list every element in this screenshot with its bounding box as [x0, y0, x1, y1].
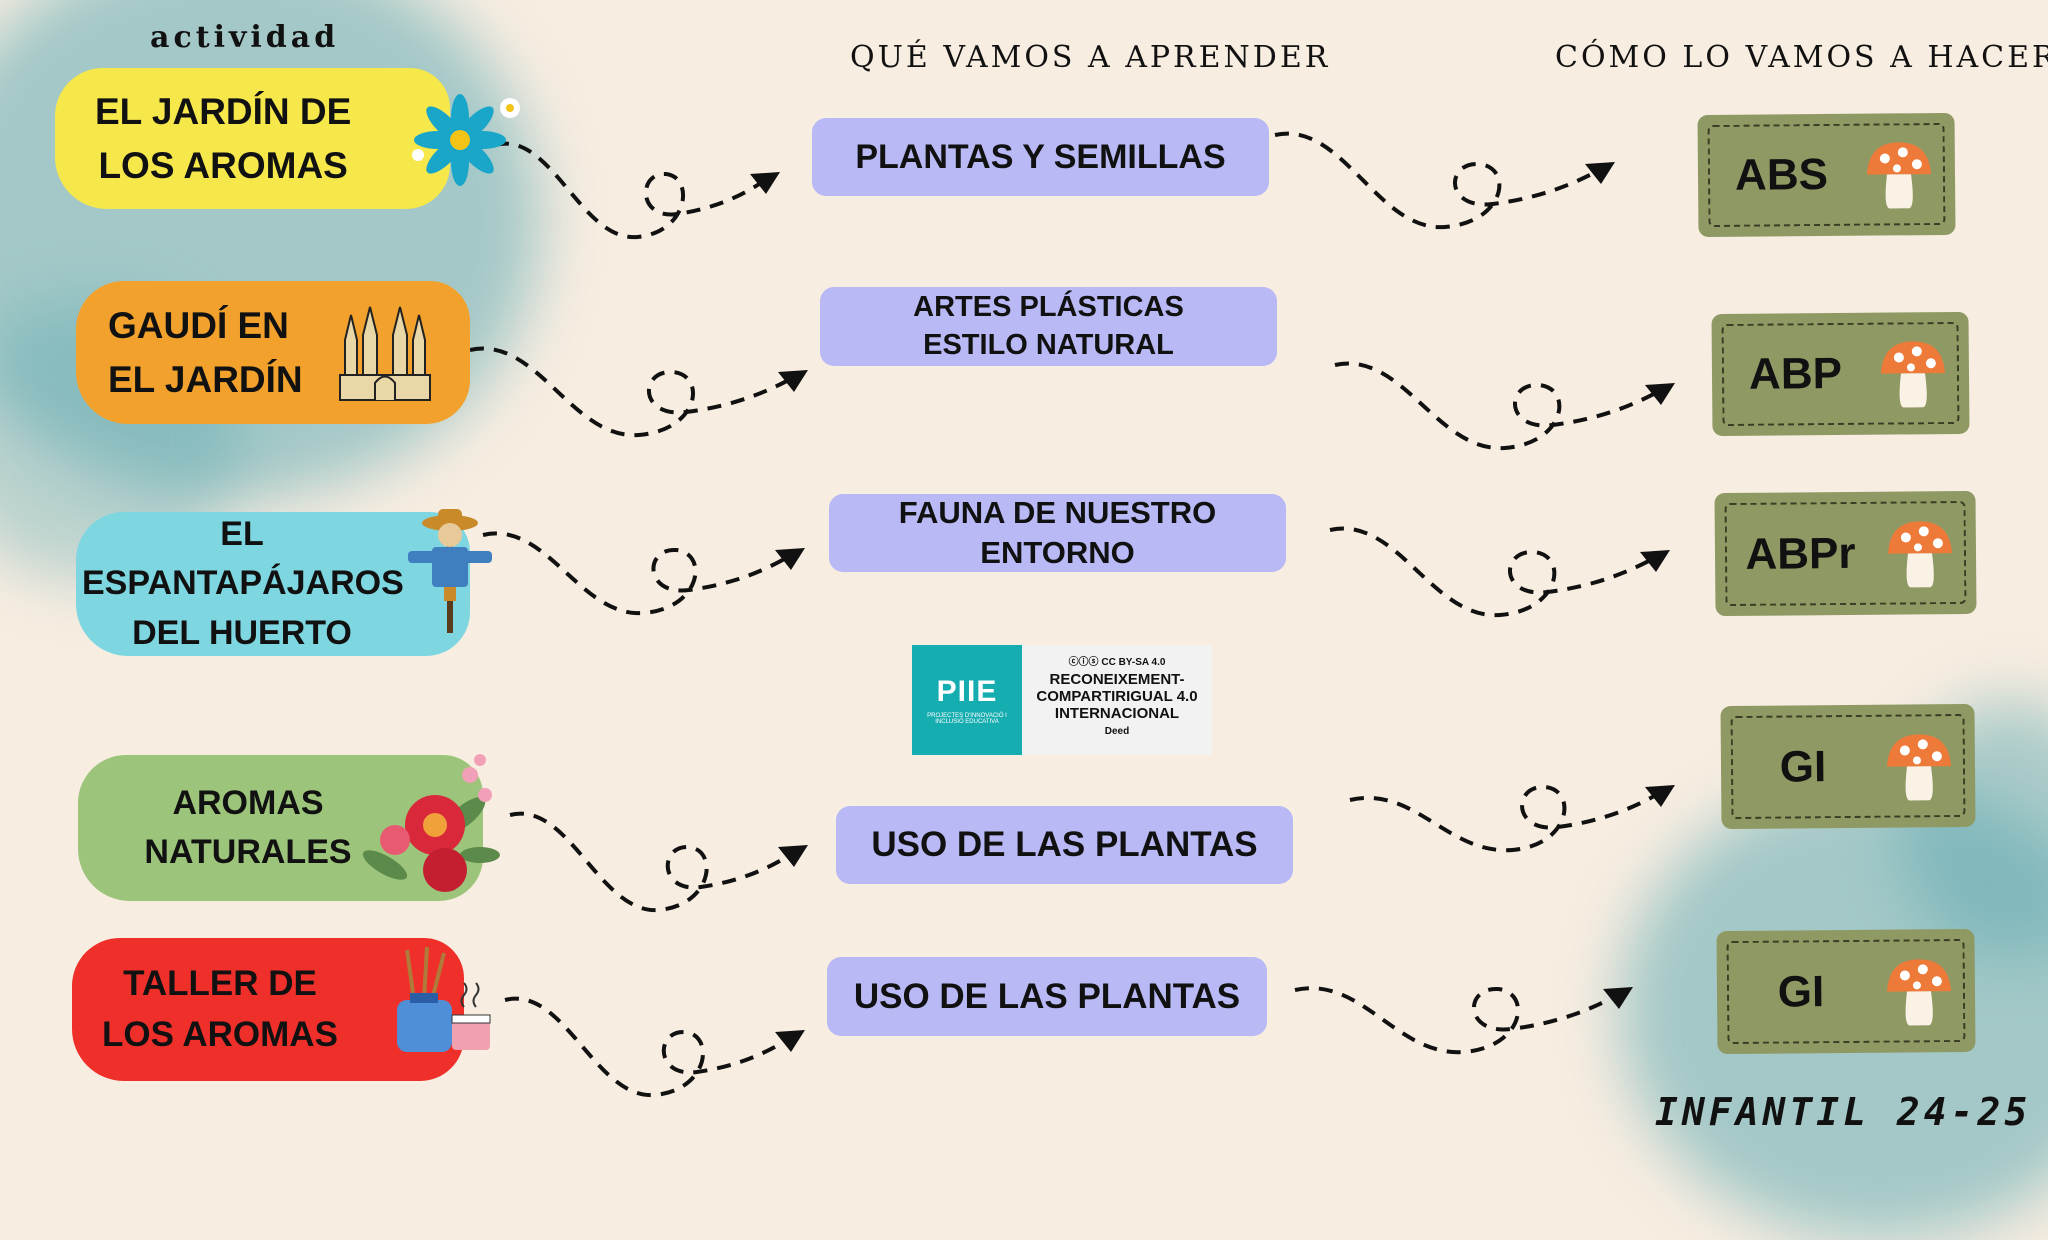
dashed-arrow-path	[469, 346, 797, 438]
activity-pill[interactable]: EL ESPANTAPÁJAROS DEL HUERTO	[76, 512, 470, 656]
license-badge[interactable]: PIIE PROJECTES D'INNOVACIÓ I INCLUSIÓ ED…	[912, 645, 1212, 755]
topic-box[interactable]: USO DE LAS PLANTAS	[836, 806, 1293, 884]
mushroom-icon	[1886, 733, 1951, 800]
activity-line: DEL HUERTO	[132, 613, 352, 652]
arrowhead-icon	[775, 548, 805, 570]
logo-text: PIIE	[936, 675, 998, 708]
topic-box[interactable]: USO DE LAS PLANTAS	[827, 957, 1267, 1036]
arrowhead-icon	[1645, 785, 1675, 807]
mushroom-icon	[1886, 958, 1951, 1025]
dashed-arrow-path	[1334, 361, 1664, 451]
method-card[interactable]: ABS	[1697, 112, 1956, 238]
flowers-bouquet-icon	[362, 754, 500, 892]
dashed-arrow-path	[482, 531, 795, 616]
arrowhead-icon	[778, 370, 808, 392]
topic-text: ESTILO NATURAL	[923, 328, 1174, 361]
license-title: COMPARTIRIGUAL 4.0	[1036, 688, 1198, 705]
dashed-arrows	[469, 131, 1675, 1098]
activity-line: ESPANTAPÁJAROS	[82, 564, 404, 603]
scarecrow-icon	[408, 509, 492, 633]
license-title: RECONEIXEMENT-	[1049, 671, 1185, 688]
dashed-arrow-path	[509, 811, 798, 913]
cathedral-icon	[339, 306, 431, 401]
topic-box[interactable]: FAUNA DE NUESTRO ENTORNO	[829, 494, 1286, 572]
arrowhead-icon	[1645, 383, 1675, 405]
activity-line: EL JARDÍN	[108, 358, 303, 400]
dashed-arrow-path	[504, 996, 795, 1098]
mushroom-icon	[1880, 341, 1945, 408]
header-how-we-do-it: CÓMO LO VAMOS A HACER	[1555, 40, 2048, 75]
activity-line: EL	[220, 515, 264, 554]
topic-text: USO DE LAS PLANTAS	[853, 976, 1241, 1016]
method-label: ABPr	[1745, 528, 1856, 579]
arrowhead-icon	[750, 172, 780, 194]
activity-pill[interactable]: TALLER DE LOS AROMAS	[72, 938, 464, 1081]
dashed-arrow-path	[1274, 131, 1604, 230]
mushroom-icon	[1887, 520, 1952, 587]
cc-icons: ⓒⓘⓢ	[1068, 657, 1102, 668]
topic-text: ENTORNO	[980, 535, 1135, 570]
activity-line: LOS AROMAS	[102, 1014, 338, 1054]
topic-text: FAUNA DE NUESTRO	[898, 494, 1217, 530]
header-activity: actividad	[150, 20, 340, 55]
cc-label: ⓒⓘⓢ CC BY-SA 4.0	[1068, 657, 1166, 668]
activity-line: LOS AROMAS	[98, 144, 348, 186]
topic-box[interactable]: PLANTAS Y SEMILLAS	[812, 118, 1269, 196]
dashed-arrow-path	[1329, 526, 1659, 618]
activity-line: EL JARDÍN DE	[95, 90, 352, 132]
dashed-arrow-path	[1294, 986, 1622, 1055]
license-title: INTERNACIONAL	[1054, 705, 1180, 722]
arrowhead-icon	[775, 1030, 805, 1052]
topic-text: ARTES PLÁSTICAS	[913, 290, 1184, 323]
logo-subtext: PROJECTES D'INNOVACIÓ I INCLUSIÓ EDUCATI…	[927, 713, 1007, 725]
topic-text: PLANTAS Y SEMILLAS	[855, 137, 1226, 176]
arrowhead-icon	[1585, 162, 1615, 184]
method-label: GI	[1777, 966, 1825, 1017]
header-what-we-learn: QUÉ VAMOS A APRENDER	[850, 40, 1331, 75]
dashed-arrow-path	[494, 141, 770, 240]
flower-icon	[412, 94, 520, 186]
activity-line: GAUDÍ EN	[108, 304, 289, 346]
arrowhead-icon	[1603, 987, 1633, 1009]
method-label: ABP	[1748, 348, 1843, 399]
method-label: ABS	[1734, 149, 1829, 200]
activity-pill[interactable]: EL JARDÍN DE LOS AROMAS	[55, 68, 450, 209]
aroma-diffuser-icon	[397, 946, 491, 1052]
activity-line: TALLER DE	[123, 963, 317, 1003]
method-label: GI	[1779, 741, 1827, 792]
footer-label: INFANTIL 24-25	[1655, 1090, 2032, 1134]
arrowhead-icon	[778, 845, 808, 867]
method-card[interactable]: ABPr	[1714, 490, 1977, 617]
method-card[interactable]: GI	[1720, 703, 1976, 830]
piie-logo: PIIE PROJECTES D'INNOVACIÓ I INCLUSIÓ ED…	[912, 645, 1022, 755]
arrowhead-icon	[1640, 550, 1670, 572]
method-card[interactable]: GI	[1716, 928, 1976, 1055]
license-deed[interactable]: Deed	[1104, 726, 1130, 737]
activity-line: NATURALES	[144, 833, 352, 871]
activity-line: AROMAS	[172, 783, 324, 822]
topic-box[interactable]: ARTES PLÁSTICAS ESTILO NATURAL	[820, 287, 1277, 366]
mushroom-icon	[1866, 142, 1931, 209]
topic-text: USO DE LAS PLANTAS	[871, 825, 1258, 865]
dashed-arrow-path	[1349, 784, 1665, 853]
method-card[interactable]: ABP	[1711, 311, 1970, 437]
